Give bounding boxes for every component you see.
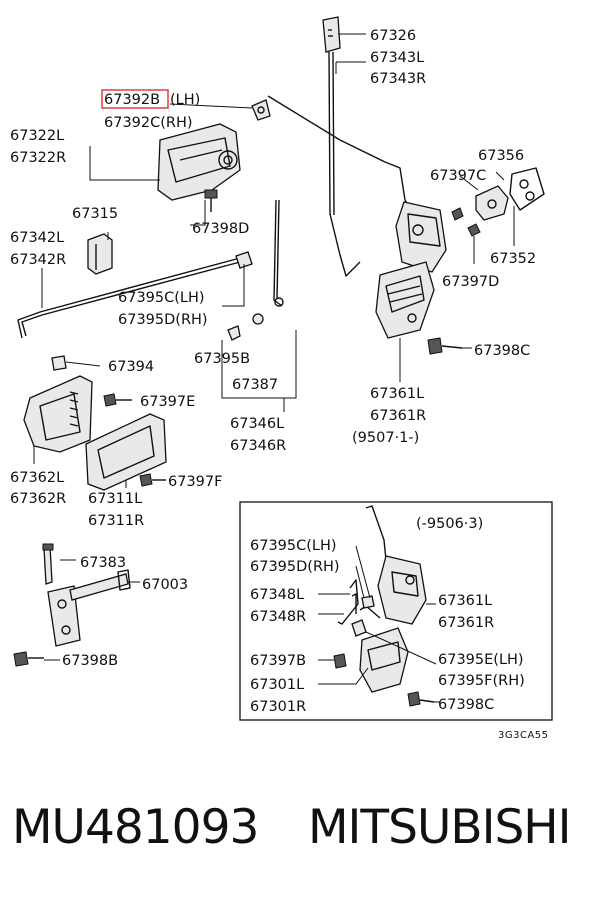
brand-name: MITSUBISHI: [308, 800, 571, 855]
footer: MU481093 MITSUBISHI: [0, 800, 600, 890]
clip-67395C-top-part: [235, 251, 253, 269]
reference-code: 3G3CA55: [498, 730, 549, 741]
rod-67346-part: [273, 199, 284, 307]
label-67392B-side: (LH): [170, 92, 200, 108]
clip-67394-part: [51, 355, 67, 371]
outside-handle-part: [157, 123, 241, 201]
lever-67356-part: [475, 185, 509, 221]
label-67361R-top: 67361R: [370, 408, 426, 424]
screw-67397D-part: [467, 223, 481, 237]
grommet-67387-part: [252, 313, 264, 325]
label-67356: 67356: [478, 148, 524, 164]
label-67346L: 67346L: [230, 416, 284, 432]
label-67395F: 67395F(RH): [438, 673, 525, 689]
label-67301L: 67301L: [250, 677, 304, 693]
variant-inset-box: [239, 501, 553, 721]
label-67392C: 67392C(RH): [104, 115, 193, 131]
leader-lines: [33, 33, 515, 703]
label-67395B: 67395B: [194, 351, 250, 367]
part-labels: 67326 67343L 67343R 67392B (LH) 67392C(R…: [10, 28, 549, 741]
lock-knob-rod-part: [322, 16, 341, 216]
label-67315: 67315: [72, 206, 118, 222]
bolt-67398C-top-part: [427, 337, 463, 355]
clip-67395B-part: [227, 325, 241, 341]
label-67397C: 67397C: [430, 168, 486, 184]
label-67343R: 67343R: [370, 71, 426, 87]
inset-clip-67395E-part: [351, 619, 367, 637]
label-67352: 67352: [490, 251, 536, 267]
label-date-box: (-9506·3): [416, 516, 483, 532]
door-lock-actuator-part: [267, 95, 447, 339]
inside-handle-bracket-part: [23, 375, 93, 453]
inset-clip-67395C-part: [361, 595, 375, 609]
label-67397E: 67397E: [140, 394, 195, 410]
label-67342L: 67342L: [10, 230, 64, 246]
label-67392B: 67392B: [104, 92, 160, 108]
label-67398B: 67398B: [62, 653, 118, 669]
inset-screw-67397B-part: [333, 653, 347, 669]
label-date-top: (9507·1-): [352, 430, 419, 446]
label-67398C-top: 67398C: [474, 343, 530, 359]
label-67361L-top: 67361L: [370, 386, 424, 402]
label-67397F: 67397F: [168, 474, 222, 490]
parts-diagram: 67326 67343L 67343R 67392B (LH) 67392C(R…: [10, 16, 553, 741]
pad-67315-part: [87, 233, 113, 275]
label-67394: 67394: [108, 359, 154, 375]
label-67395D-top: 67395D(RH): [118, 312, 208, 328]
highlight-box-67392B: [101, 89, 169, 109]
label-67397D: 67397D: [442, 274, 499, 290]
label-67395D-box: 67395D(RH): [250, 559, 340, 575]
label-67395C-box: 67395C(LH): [250, 538, 337, 554]
label-67362R: 67362R: [10, 491, 66, 507]
screw-67397C-part: [451, 207, 464, 221]
screw-67397E-part: [103, 393, 132, 407]
label-67301R: 67301R: [250, 699, 306, 715]
label-67311L: 67311L: [88, 491, 142, 507]
label-67322R: 67322R: [10, 150, 66, 166]
pin-67383-part: [42, 543, 54, 585]
clip-67392-part: [251, 99, 271, 121]
inside-handle-bezel-part: [85, 413, 167, 491]
label-67362L: 67362L: [10, 470, 64, 486]
bolt-67398D-part: [204, 189, 218, 212]
inset-bolt-67398C-part: [407, 691, 435, 707]
label-67361R-box: 67361R: [438, 615, 494, 631]
label-67395C-top: 67395C(LH): [118, 290, 205, 306]
screw-67397F-part: [139, 473, 166, 487]
label-67398D: 67398D: [192, 221, 249, 237]
bolt-67398B-part: [13, 651, 44, 667]
label-67383: 67383: [80, 555, 126, 571]
label-67387: 67387: [232, 377, 278, 393]
door-check-part: [47, 569, 131, 647]
label-67326: 67326: [370, 28, 416, 44]
label-67348L: 67348L: [250, 587, 304, 603]
gasket-67352-part: [509, 167, 545, 211]
label-67343L: 67343L: [370, 50, 424, 66]
label-67361L-box: 67361L: [438, 593, 492, 609]
inset-rod-67348-part: [337, 579, 359, 625]
label-67322L: 67322L: [10, 128, 64, 144]
label-67311R: 67311R: [88, 513, 144, 529]
label-67342R: 67342R: [10, 252, 66, 268]
label-67398C-box: 67398C: [438, 697, 494, 713]
label-67348R: 67348R: [250, 609, 306, 625]
label-67346R: 67346R: [230, 438, 286, 454]
part-number: MU481093: [12, 800, 259, 855]
label-67397B: 67397B: [250, 653, 306, 669]
label-67395E: 67395E(LH): [438, 652, 524, 668]
label-67003: 67003: [142, 577, 188, 593]
